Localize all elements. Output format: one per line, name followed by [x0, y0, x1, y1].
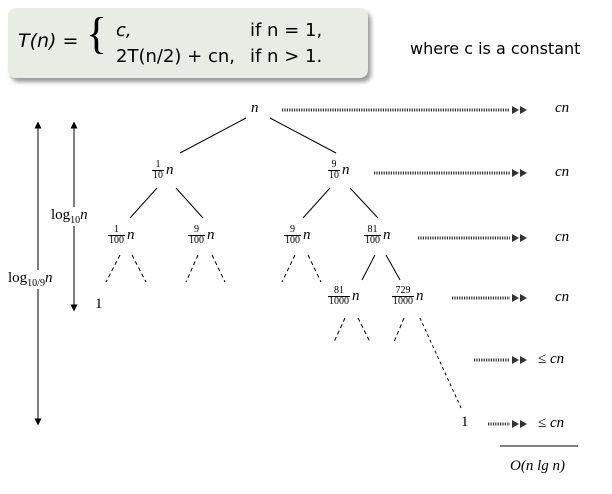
- short-height-label: log10n: [51, 207, 88, 226]
- edge-l3a-right: [357, 317, 371, 343]
- edge-l2b-right: [211, 254, 226, 283]
- edge-l1b-left: [302, 187, 331, 219]
- edge-l2b-left: [185, 254, 199, 283]
- leaf-right: 1: [461, 414, 469, 430]
- edge-l2a-left: [105, 254, 121, 283]
- edge-l2d-right: [385, 254, 401, 281]
- edge-l1a-right: [175, 187, 204, 219]
- cost-level-4: ≤ cn: [538, 351, 565, 367]
- edge-l2c-right: [307, 254, 322, 283]
- edge-l2c-left: [281, 254, 296, 283]
- leader-arrowheads: [512, 106, 527, 428]
- long-height-label: log10/9n: [8, 270, 53, 289]
- cost-level-5: ≤ cn: [538, 415, 565, 431]
- root-node: n: [251, 100, 259, 116]
- constant-note: where c is a constant: [410, 39, 581, 58]
- cost-level-0: cn: [555, 100, 570, 116]
- edge-l2d-left: [361, 254, 376, 281]
- leaf-left: 1: [95, 296, 103, 312]
- edge-l3b-long: [419, 317, 463, 411]
- recurrence-lhs: T(n) =: [18, 30, 79, 52]
- edge-l3a-left: [333, 317, 346, 343]
- edge-l2a-right: [131, 254, 147, 283]
- cost-level-3: cn: [555, 289, 570, 305]
- recurrence-box: [8, 8, 368, 78]
- case1-condition: if n = 1,: [250, 20, 323, 41]
- case1-expression: c,: [116, 20, 132, 41]
- recurrence-brace: {: [86, 9, 108, 58]
- total-cost: O(n lg n): [510, 458, 565, 474]
- edge-root-left: [179, 117, 247, 154]
- edge-root-right: [269, 117, 337, 154]
- case2-expression: 2T(n/2) + cn,: [116, 46, 235, 67]
- cost-level-2: cn: [555, 229, 570, 245]
- edge-l1a-left: [129, 187, 158, 219]
- cost-level-1: cn: [555, 164, 570, 180]
- leader-lines: [282, 108, 510, 426]
- case2-condition: if n > 1.: [250, 46, 323, 67]
- edge-l1b-right: [349, 187, 379, 219]
- edge-l3b-left: [393, 317, 405, 343]
